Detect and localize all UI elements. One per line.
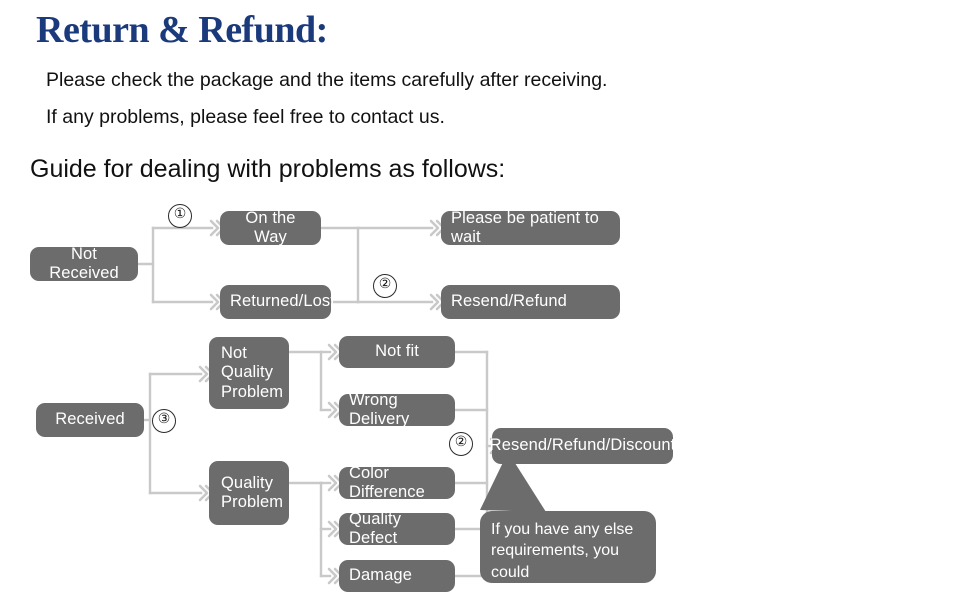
node-quality-defect[interactable]: Quality Defect — [339, 510, 455, 547]
flowchart-connectors — [136, 219, 506, 585]
node-not-fit[interactable]: Not fit — [339, 336, 455, 368]
node-resend-refund[interactable]: Resend/Refund — [441, 285, 620, 319]
page-title: Return & Refund: — [36, 9, 328, 51]
problem-flowchart: Not Received On the Way Returned/Lost Pl… — [0, 196, 963, 602]
node-damage[interactable]: Damage — [339, 560, 455, 592]
node-quality-problem[interactable]: Quality Problem — [209, 461, 289, 525]
node-on-the-way[interactable]: On the Way — [220, 209, 321, 246]
node-received[interactable]: Received — [36, 403, 144, 437]
node-wrong-delivery[interactable]: Wrong Delivery — [339, 391, 455, 428]
intro-line-2: If any problems, please feel free to con… — [46, 106, 445, 128]
step-marker-two-bottom: ② — [449, 432, 473, 456]
step-marker-two-top: ② — [373, 274, 397, 298]
step-marker-three: ③ — [152, 409, 176, 433]
step-marker-one: ① — [168, 204, 192, 228]
node-color-difference[interactable]: Color Difference — [339, 464, 455, 501]
node-please-be-patient-to-wait[interactable]: Please be patient to wait — [441, 209, 620, 246]
speech-bubble-note: If you have any else requirements, you c… — [480, 511, 656, 602]
node-returned-lost[interactable]: Returned/Lost — [220, 285, 335, 319]
speech-bubble-tail — [480, 452, 546, 512]
node-resend-refund-discount[interactable]: Resend/Refund/Discount — [490, 428, 675, 464]
intro-line-1: Please check the package and the items c… — [46, 69, 608, 91]
guide-subheading: Guide for dealing with problems as follo… — [30, 155, 506, 183]
node-not-quality-problem[interactable]: Not Quality Problem — [209, 337, 289, 409]
node-not-received[interactable]: Not Received — [30, 245, 138, 282]
